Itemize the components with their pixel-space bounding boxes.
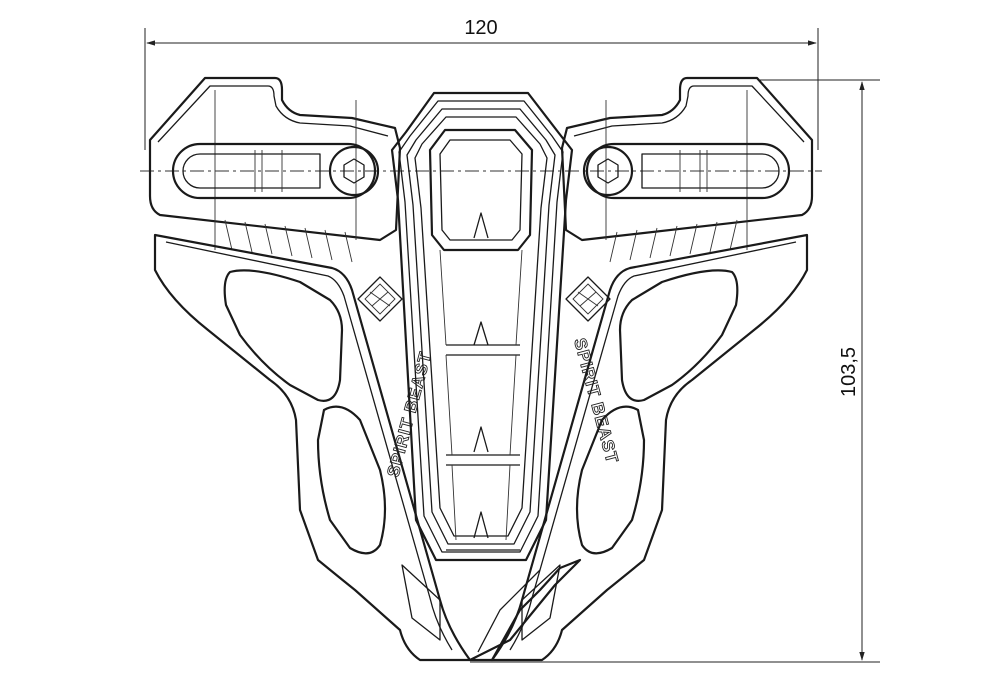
left-lower-cutout — [316, 405, 387, 555]
left-hex-socket-icon — [343, 158, 365, 184]
left-bolt-head — [328, 145, 380, 197]
center-top-window — [428, 128, 534, 252]
left-adjust-slot — [171, 142, 377, 200]
right-logo-emblem-icon — [565, 276, 611, 322]
left-logo-emblem-icon — [357, 276, 403, 322]
right-mounting-arm — [560, 76, 814, 263]
center-grooves — [439, 212, 523, 551]
left-wing-plate: SPIRIT BEAST — [153, 233, 472, 662]
height-dimension: 103,5 — [470, 79, 880, 663]
bottom-tip — [468, 558, 582, 662]
left-upper-cutout — [223, 269, 344, 402]
center-plate — [390, 91, 574, 562]
height-dimension-label: 103,5 — [838, 347, 860, 397]
left-mounting-arm — [148, 76, 402, 263]
width-dimension-label: 120 — [464, 17, 497, 39]
right-wing-plate: SPIRIT BEAST — [490, 233, 809, 662]
width-dimension: 120 — [144, 17, 819, 150]
